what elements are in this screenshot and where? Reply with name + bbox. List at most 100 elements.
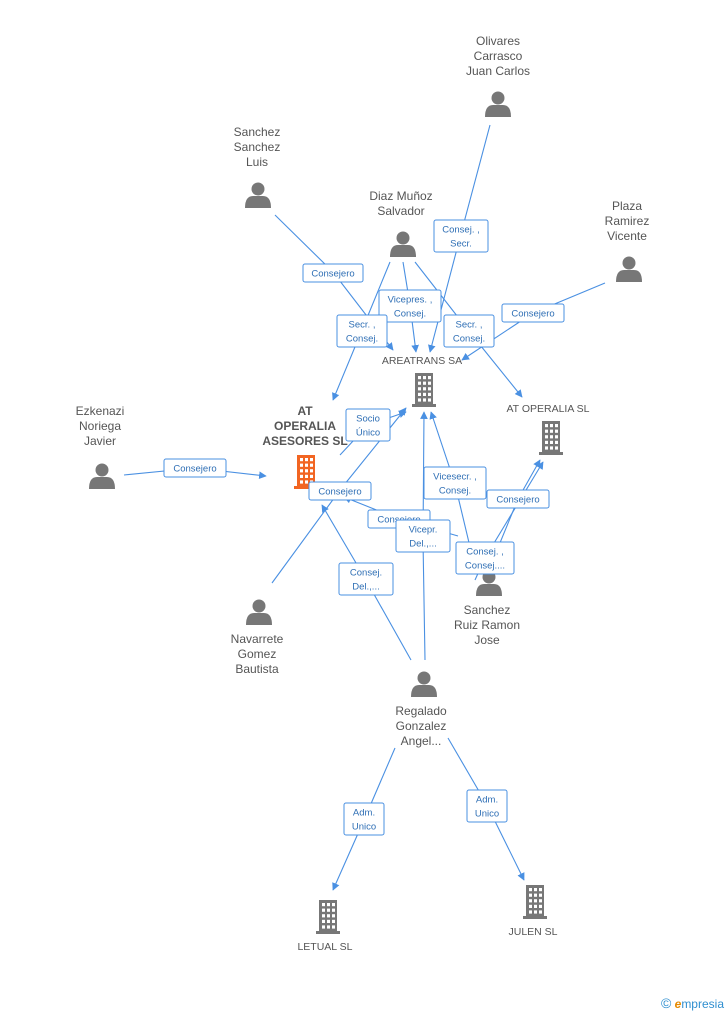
- edge-label-e17[interactable]: Adm. Unico: [466, 789, 508, 823]
- edge-label-text: Consejero: [318, 487, 361, 498]
- edge-label-e1[interactable]: Consej. , Secr.: [433, 219, 489, 253]
- edge-label-e3[interactable]: Vicepres. , Consej.: [378, 289, 442, 323]
- company-name-at_operalia_asesores-line: ASESORES SL: [262, 434, 347, 448]
- company-building-icon-julen[interactable]: [523, 885, 547, 919]
- edge-label-text-line: Consejero: [173, 464, 216, 475]
- edge-label-box: [163, 458, 227, 478]
- edge-label-text-line: Consejero: [511, 309, 554, 320]
- edge-label-e5[interactable]: Secr. , Consej.: [443, 314, 495, 348]
- edge-label-box: [308, 481, 372, 501]
- person-name-regalado-line: Regalado: [395, 704, 447, 718]
- person-name-olivares-line: Carrasco: [474, 49, 523, 63]
- edge-label-text: Secr. , Consej.: [346, 320, 378, 345]
- edge-label-text-line: Consej.: [346, 334, 378, 345]
- person-name-plaza-line: Ramirez: [605, 214, 650, 228]
- edge-label-box: [378, 289, 442, 323]
- edge-label-text-line: Secr. ,: [349, 320, 376, 331]
- copyright-symbol: ©: [660, 995, 672, 1011]
- person-name-sanchez_ruiz-line: Jose: [474, 633, 500, 647]
- person-name-plaza-line: Plaza: [612, 199, 642, 213]
- person-name-regalado-line: Angel...: [401, 734, 442, 748]
- company-building-icon-letual[interactable]: [316, 900, 340, 934]
- edge-label-text-line: Socio: [356, 414, 380, 425]
- company-building-icon-at_operalia[interactable]: [539, 421, 563, 455]
- edge-label-box: [336, 314, 388, 348]
- edge-label-text-line: Consejero: [311, 269, 354, 280]
- edge-label-e9[interactable]: Consejero: [308, 481, 372, 501]
- person-name-plaza-line: Vicente: [607, 229, 647, 243]
- edge-label-text-line: Único: [356, 428, 380, 439]
- edge-label-text-line: Consej. ,: [442, 225, 480, 236]
- edge-label-text-line: Unico: [475, 809, 499, 820]
- edge-label-box: [455, 541, 515, 575]
- person-name-sanchez_sanchez-line: Luis: [246, 155, 268, 169]
- edge-label-text: Consejero: [173, 464, 216, 475]
- edge-label-text-line: Vicepres. ,: [388, 295, 433, 306]
- company-name-areatrans: AREATRANS SA: [382, 355, 462, 367]
- person-icon-olivares[interactable]: [485, 91, 511, 118]
- edge-label-box: [466, 789, 508, 823]
- edge-label-text-line: Adm.: [476, 795, 498, 806]
- edge-label-text-line: Secr. ,: [456, 320, 483, 331]
- edge-label-text-line: Del.,...: [409, 539, 436, 550]
- person-icon-ezkenazi[interactable]: [89, 463, 115, 490]
- person-icon-navarrete[interactable]: [246, 599, 272, 626]
- edge-label-e15[interactable]: Consej. Del.,...: [338, 562, 394, 596]
- edge-label-text-line: Consej.: [350, 568, 382, 579]
- person-name-navarrete-line: Navarrete: [231, 632, 284, 646]
- edge-label-e7[interactable]: Consejero: [163, 458, 227, 478]
- person-name-regalado-line: Gonzalez: [396, 719, 447, 733]
- person-icon-plaza[interactable]: [616, 256, 642, 283]
- person-icon-sanchez_sanchez[interactable]: [245, 182, 271, 209]
- company-name-julen: JULEN SL: [508, 926, 557, 938]
- edge-label-text: Adm. Unico: [475, 795, 499, 820]
- edge-label-e6[interactable]: Consejero: [501, 303, 565, 323]
- edge-label-e11[interactable]: Consejero: [486, 489, 550, 509]
- person-name-diaz-line: Diaz Muñoz: [369, 189, 432, 203]
- edge-label-box: [343, 802, 385, 836]
- brand-footer[interactable]: © empresia: [661, 995, 724, 1011]
- company-building-icon-areatrans[interactable]: [412, 373, 436, 407]
- edge-label-text-line: Consej.: [394, 309, 426, 320]
- company-name-at_operalia: AT OPERALIA SL: [506, 403, 589, 415]
- company-name-letual-line: LETUAL SL: [297, 941, 352, 953]
- person-name-ezkenazi-line: Ezkenazi: [76, 404, 125, 418]
- edge-label-e2[interactable]: Consejero: [302, 263, 364, 283]
- edge-label-e13[interactable]: Vicepr.Del.,...: [395, 519, 451, 553]
- edge-label-box: [302, 263, 364, 283]
- person-name-navarrete-line: Bautista: [235, 662, 279, 676]
- person-name-sanchez_sanchez-line: Sanchez: [234, 140, 281, 154]
- edge-label-text-line: Del.,...: [352, 582, 379, 593]
- edge-label-text: Consej. Del.,...: [350, 568, 382, 593]
- edge-label-text-line: Consej.: [453, 334, 485, 345]
- edge-label-box: [486, 489, 550, 509]
- person-icon-diaz[interactable]: [390, 231, 416, 258]
- person-name-sanchez_ruiz-line: Sanchez: [464, 603, 511, 617]
- person-name-olivares-line: Olivares: [476, 34, 520, 48]
- edge-label-text-line: Secr.: [450, 239, 472, 250]
- edge-label-text: Adm.Unico: [352, 808, 376, 833]
- edge-label-text: Consej. ,Consej....: [465, 547, 505, 572]
- edge-label-e10[interactable]: Vicesecr. ,Consej.: [423, 466, 487, 500]
- edge-label-text: Vicepres. , Consej.: [388, 295, 433, 320]
- edge-label-box: [423, 466, 487, 500]
- edge-label-box: [443, 314, 495, 348]
- person-name-ezkenazi-line: Noriega: [79, 419, 121, 433]
- edge-label-box: [338, 562, 394, 596]
- edge-label-e16[interactable]: Adm.Unico: [343, 802, 385, 836]
- edge-label-e14[interactable]: Consej. ,Consej....: [455, 541, 515, 575]
- person-icon-regalado[interactable]: [411, 671, 437, 698]
- edge-label-e4[interactable]: Secr. , Consej.: [336, 314, 388, 348]
- edge-label-text: Consejero: [311, 269, 354, 280]
- person-name-olivares-line: Juan Carlos: [466, 64, 530, 78]
